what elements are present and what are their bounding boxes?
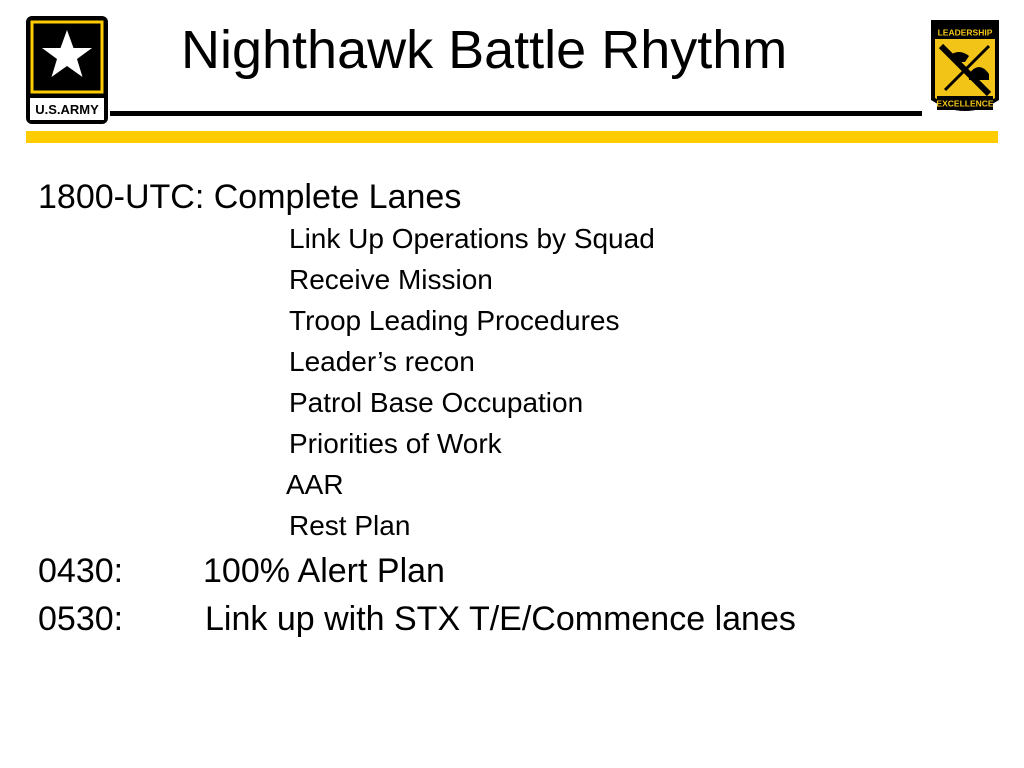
helmet-icon: [969, 67, 989, 80]
sub-item: Priorities of Work: [289, 428, 502, 459]
gold-band: [26, 131, 998, 143]
sub-item: Receive Mission: [289, 264, 493, 295]
schedule-entry: 0430: 100% Alert Plan: [38, 551, 938, 591]
entry-time: 0430:: [38, 552, 124, 590]
star-icon: [42, 30, 92, 77]
entry-text: Link up with STX T/E/Commence lanes: [205, 600, 796, 638]
us-army-logo: U.S.ARMY: [26, 16, 108, 124]
title-rule: [110, 111, 922, 116]
sword-icon: [943, 44, 991, 92]
slide-title: Nighthawk Battle Rhythm: [181, 20, 788, 80]
crest-text-top: LEADERSHIP: [938, 28, 993, 38]
crest-text-bottom: EXCELLENCE: [936, 99, 993, 109]
entry-time: 0530:: [38, 600, 124, 638]
entry-text: 100% Alert Plan: [203, 552, 445, 590]
logo-text: U.S.ARMY: [35, 102, 99, 117]
sub-item: Troop Leading Procedures: [289, 305, 620, 336]
sub-item: Rest Plan: [289, 510, 411, 541]
leadership-excellence-crest: LEADERSHIP EXCELLENCE: [931, 20, 999, 111]
sub-item: AAR: [286, 469, 344, 500]
sub-item: Link Up Operations by Squad: [289, 223, 655, 254]
lamp-icon: [949, 52, 969, 62]
sub-item: Patrol Base Occupation: [289, 387, 584, 418]
sub-item: Leader’s recon: [289, 346, 475, 377]
main-entry-complete-lanes: 1800-UTC: Complete Lanes: [38, 178, 462, 216]
schedule-entry: 0530: Link up with STX T/E/Commence lane…: [38, 599, 938, 639]
